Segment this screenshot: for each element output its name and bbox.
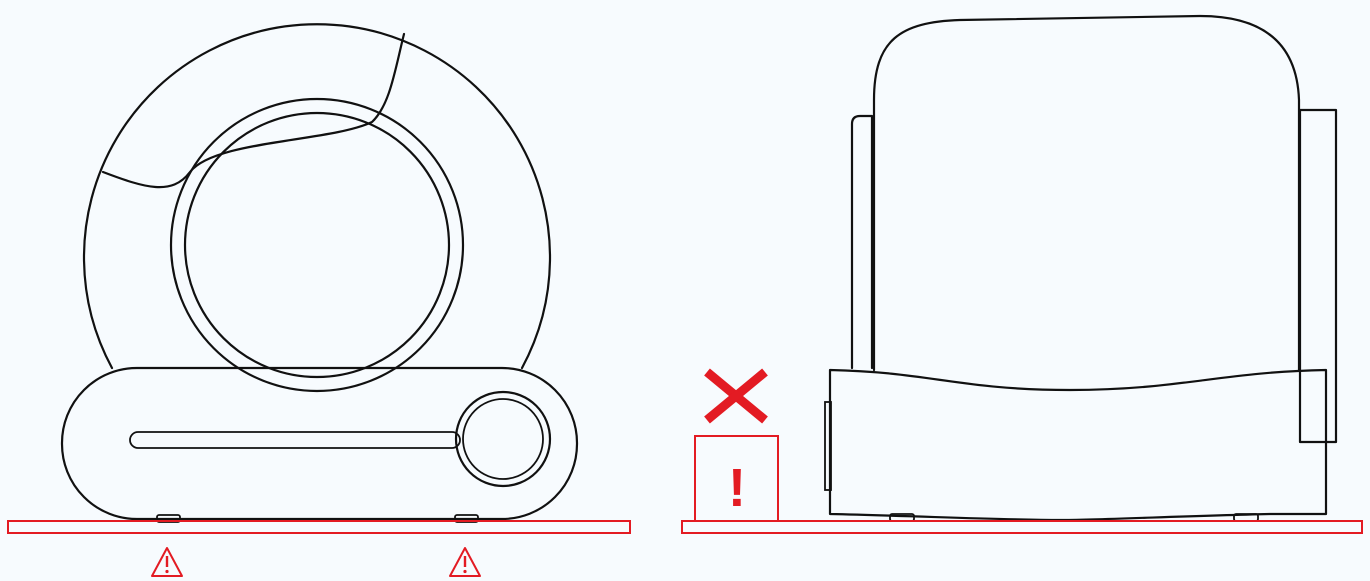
side-left-panel	[850, 114, 874, 370]
drawer-slot	[129, 431, 461, 449]
side-base	[828, 368, 1328, 522]
entrance-inner-ring	[183, 111, 451, 379]
entrance-outer-ring	[169, 97, 465, 393]
side-floor	[681, 520, 1363, 534]
side-right-panel	[1298, 108, 1338, 444]
cross-icon	[704, 368, 768, 424]
side-dome	[872, 14, 1301, 372]
warning-triangle-icon	[151, 547, 183, 577]
exclamation-icon: !	[728, 458, 746, 518]
front-shell-seam	[101, 32, 406, 189]
side-view	[824, 14, 1338, 522]
front-view	[60, 23, 579, 523]
control-knob-inner	[462, 398, 544, 480]
front-base	[60, 366, 579, 521]
control-knob-outer	[454, 390, 552, 488]
front-floor	[7, 520, 631, 534]
front-shell	[82, 23, 552, 370]
obstacle-box	[694, 435, 779, 522]
side-base-protrusion	[824, 401, 832, 491]
warning-triangle-icon	[449, 547, 481, 577]
